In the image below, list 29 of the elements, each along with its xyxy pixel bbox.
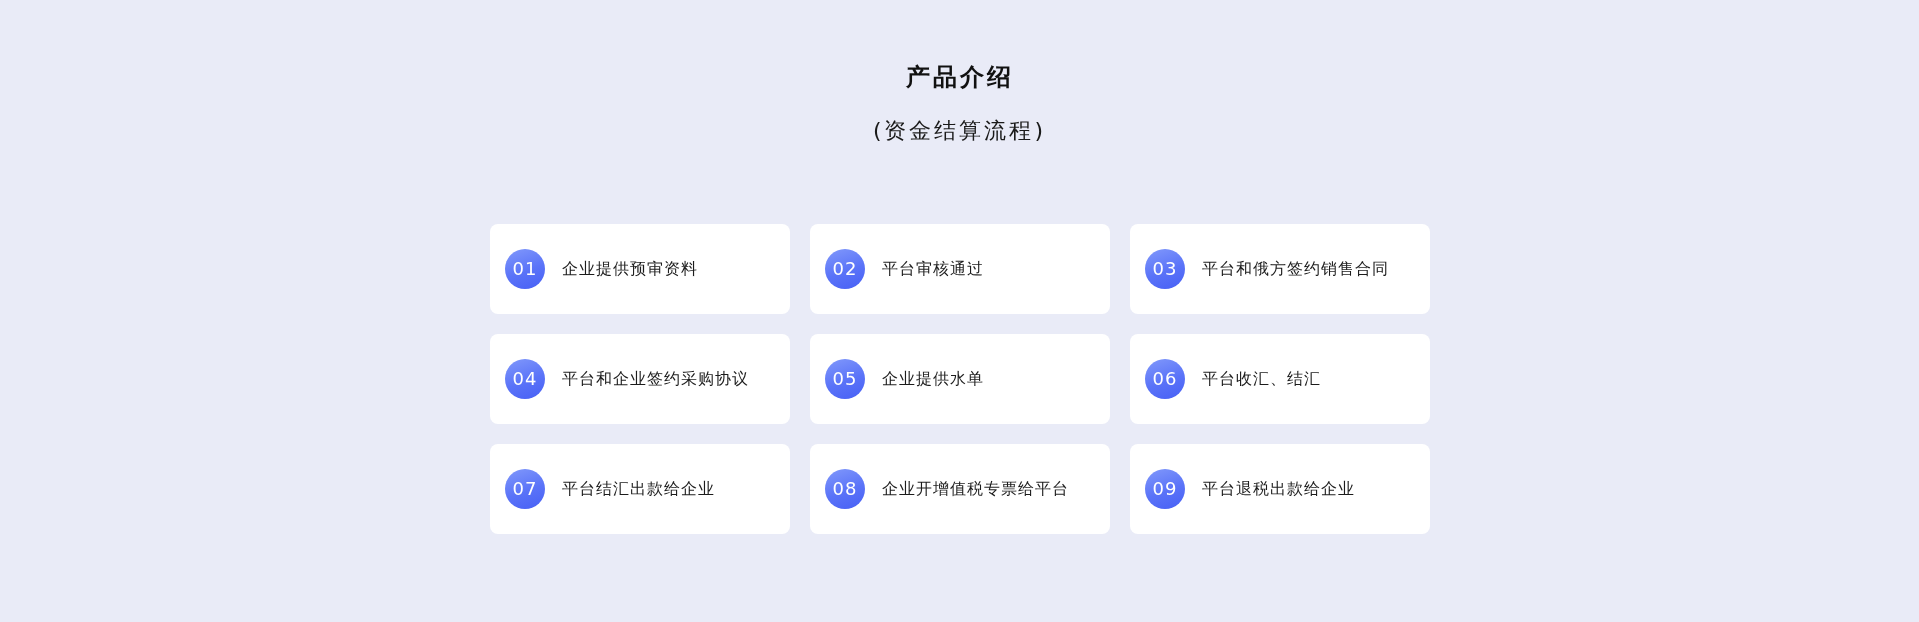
step-text: 平台和企业签约采购协议 [562, 368, 749, 390]
step-card [1130, 444, 1430, 534]
number-circle: 02 [825, 249, 865, 289]
step-text: 企业提供预审资料 [562, 258, 698, 280]
step-text: 平台退税出款给企业 [1202, 478, 1355, 500]
step-card [490, 224, 790, 314]
title: 产品介绍 [905, 62, 1014, 93]
number-circle: 06 [1145, 359, 1185, 399]
step-text: 平台结汇出款给企业 [562, 478, 715, 500]
number-circle: 04 [505, 359, 545, 399]
number-circle: 01 [505, 249, 545, 289]
step-card [810, 444, 1110, 534]
subtitle: (资金结算流程) [872, 117, 1047, 145]
number-circle: 07 [505, 469, 545, 509]
step-card [1130, 224, 1430, 314]
step-card [810, 224, 1110, 314]
number-circle: 09 [1145, 469, 1185, 509]
step-text: 企业开增值税专票给平台 [882, 478, 1069, 500]
step-card [490, 334, 790, 424]
step-card [1130, 334, 1430, 424]
number-circle: 05 [825, 359, 865, 399]
step-text: 企业提供水单 [882, 368, 984, 390]
number-circle: 03 [1145, 249, 1185, 289]
step-card [490, 444, 790, 534]
step-text: 平台收汇、结汇 [1202, 368, 1321, 390]
step-card [810, 334, 1110, 424]
number-circle: 08 [825, 469, 865, 509]
step-text: 平台和俄方签约销售合同 [1202, 258, 1389, 280]
step-text: 平台审核通过 [882, 258, 984, 280]
